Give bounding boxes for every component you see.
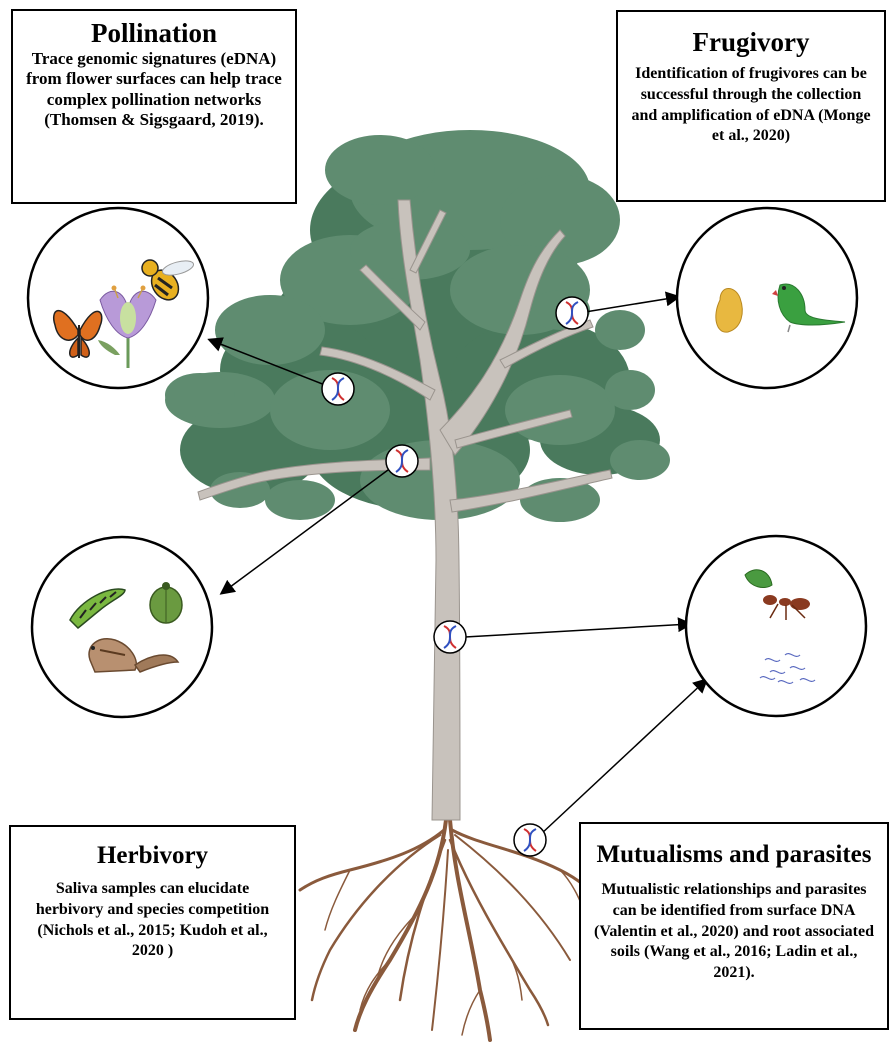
frugivory-text: Identification of frugivores can be succ… — [618, 64, 884, 147]
herbivory-box: Herbivory Saliva samples can elucidate h… — [9, 825, 296, 1020]
pollination-box: Pollination Trace genomic signatures (eD… — [11, 9, 297, 204]
herbivory-title: Herbivory — [11, 841, 294, 871]
pollination-circle — [28, 208, 208, 388]
pollination-title: Pollination — [13, 17, 295, 49]
mutualisms-text: Mutualistic relationships and parasites … — [581, 880, 887, 984]
frugivory-box: Frugivory Identification of frugivores c… — [616, 10, 886, 202]
frugivory-circle — [677, 208, 857, 388]
dna-marker-herbivory — [386, 445, 418, 477]
frugivory-title: Frugivory — [618, 26, 884, 58]
pollination-text: Trace genomic signatures (eDNA) from flo… — [13, 49, 295, 131]
herbivory-text: Saliva samples can elucidate herbivory a… — [11, 879, 294, 962]
dna-marker-pollination — [322, 373, 354, 405]
mutualisms-circle — [686, 536, 866, 716]
dna-marker-roots — [514, 824, 546, 856]
dna-marker-trunk — [434, 621, 466, 653]
tree-roots — [300, 820, 600, 1040]
mutualisms-box: Mutualisms and parasites Mutualistic rel… — [579, 822, 889, 1030]
mutualisms-title: Mutualisms and parasites — [581, 840, 887, 870]
herbivory-circle — [32, 537, 212, 717]
dna-marker-frugivory — [556, 297, 588, 329]
